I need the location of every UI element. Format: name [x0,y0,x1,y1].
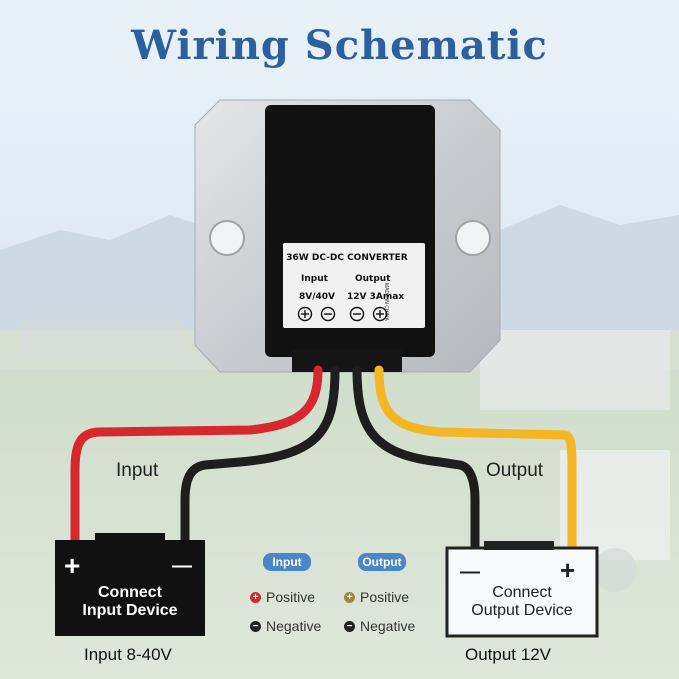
converter-title: 36W DC-DC CONVERTER [286,253,408,263]
positive-red-dot-icon: + [250,592,261,603]
legend-output-pill: Output [358,553,406,571]
converter-input-header: Input [301,274,328,284]
output-positive-icon [372,306,388,322]
input-positive-icon [297,306,313,322]
output-battery-caption: Output 12V [465,645,552,664]
input-battery-plus-symbol: + [64,550,81,581]
converter-output-header: Output [355,274,391,284]
output-negative-icon [349,306,365,322]
converter-label-card: 36W DC-DC CONVERTER Input Output 8V/40V … [283,243,425,328]
legend-positive-text: Positive [266,589,316,605]
converter-output-rating: 12V 3Amax [347,292,405,302]
negative-black-dot-icon-2: − [344,621,355,632]
legend-input-pill: Input [263,553,311,571]
converter-input-range: 8V/40V [299,292,336,302]
terminal-symbols [297,306,388,322]
output-battery-minus-symbol: — [460,561,480,583]
output-wire-label: Output [486,460,544,481]
legend-negative-text: Negative [266,618,322,634]
legend-positive-text-2: Positive [360,589,410,605]
legend-negative-text-2: Negative [360,618,416,634]
input-battery-caption: Input 8-40V [84,645,172,664]
page-title: Wiring Schematic [131,22,548,69]
input-negative-icon [320,306,336,322]
output-battery-line2: Output Device [471,602,573,619]
input-battery-line2: Input Device [82,602,178,619]
input-wire-label: Input [116,460,159,481]
output-battery-line1: Connect [492,584,552,601]
output-battery-plus-symbol: + [560,555,576,585]
input-battery-line1: Connect [98,584,162,601]
negative-black-dot-icon: − [250,621,261,632]
input-battery-minus-symbol: — [172,555,192,577]
positive-yellow-dot-icon: + [344,592,355,603]
